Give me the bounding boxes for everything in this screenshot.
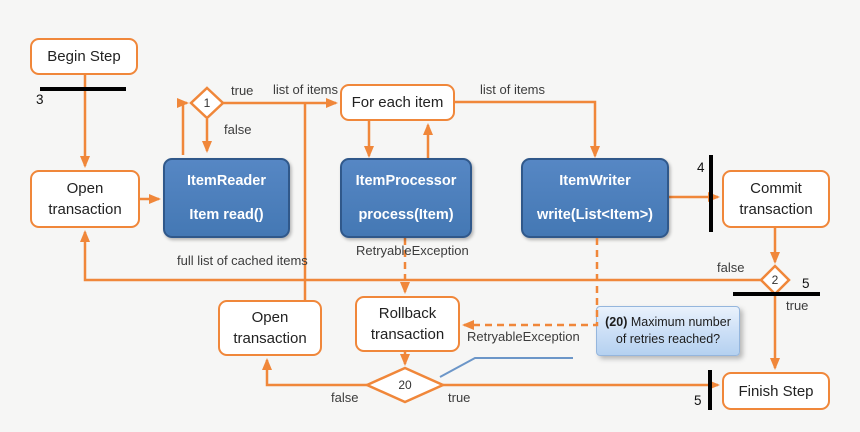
decision1-label: 1 [203, 96, 211, 110]
decision2-false-label: false [717, 260, 745, 275]
retry-note-line1: (20) Maximum number [605, 314, 731, 331]
open-transaction-bottom-node: Open transaction [218, 300, 322, 356]
item-reader-node: ItemReader Item read() [163, 158, 290, 238]
commit-transaction-label-1: Commit [750, 180, 802, 197]
retryable-exception-label-writer: RetryableException [467, 329, 580, 344]
finish-step-node: Finish Step [722, 372, 830, 410]
rollback-transaction-label-1: Rollback [378, 305, 437, 322]
edge-foreach-to-writer [455, 100, 600, 158]
decision1-false-label: false [224, 122, 252, 137]
item-writer-title: ItemWriter [559, 173, 631, 190]
edge-writer-exception-to-rollback [462, 238, 599, 330]
item-writer-node: ItemWriter write(List<Item>) [521, 158, 669, 238]
open-transaction-top-label-2: transaction [48, 201, 122, 218]
edge-decision2-false-to-open-tx [80, 230, 761, 282]
decision20-label: 20 [398, 378, 412, 392]
for-each-item-node: For each item [340, 84, 455, 121]
full-list-cached-label: full list of cached items [177, 253, 308, 268]
item-processor-title: ItemProcessor [355, 173, 457, 190]
item-writer-method: write(List<Item>) [536, 206, 654, 223]
retry-note-count: (20) [605, 315, 628, 330]
retry-note-line2: of retries reached? [615, 332, 721, 346]
edge-reader-to-decision1 [177, 98, 189, 155]
sync-bar-5-right [733, 292, 820, 296]
open-transaction-top-node: Open transaction [30, 170, 140, 228]
bar5-right-number: 5 [802, 276, 810, 291]
sync-bar-3 [40, 87, 126, 91]
decision2-label: 2 [771, 273, 779, 287]
edge-decision20-false-to-open-tx2 [262, 358, 367, 387]
bar4-number: 4 [697, 160, 705, 175]
open-transaction-top-label-1: Open [66, 180, 104, 197]
bar5-bottom-number: 5 [694, 393, 702, 408]
retry-note: (20) Maximum number of retries reached? [596, 306, 740, 356]
item-processor-node: ItemProcessor process(Item) [340, 158, 472, 238]
commit-transaction-label-2: transaction [739, 201, 813, 218]
decision1-diamond [189, 86, 225, 120]
decision20-diamond [363, 366, 447, 404]
for-each-item-label: For each item [351, 94, 444, 111]
rollback-transaction-label-2: transaction [370, 326, 445, 343]
decision2-true-label: true [786, 298, 809, 313]
sync-bar-5-bottom [708, 370, 712, 410]
decision1-true-label: true [231, 83, 254, 98]
list-of-items-label-left: list of items [273, 82, 339, 97]
note-callout-line [439, 357, 573, 378]
retry-note-text: Maximum number [627, 315, 731, 330]
bar3-number: 3 [36, 92, 44, 107]
item-reader-method: Item read() [189, 206, 264, 223]
finish-step-label: Finish Step [738, 382, 814, 400]
list-of-items-label-right: list of items [480, 82, 546, 97]
rollback-transaction-node: Rollback transaction [355, 296, 460, 352]
item-processor-method: process(Item) [358, 206, 454, 223]
open-transaction-bottom-label-1: Open [251, 309, 289, 326]
begin-step-label: Begin Step [47, 48, 121, 65]
commit-transaction-node: Commit transaction [722, 170, 830, 228]
retryable-exception-label-processor: RetryableException [356, 243, 469, 258]
item-reader-title: ItemReader [187, 173, 266, 190]
begin-step-node: Begin Step [30, 38, 138, 75]
open-transaction-bottom-label-2: transaction [233, 330, 307, 347]
decision20-false-label: false [331, 390, 359, 405]
decision20-true-label: true [448, 390, 471, 405]
